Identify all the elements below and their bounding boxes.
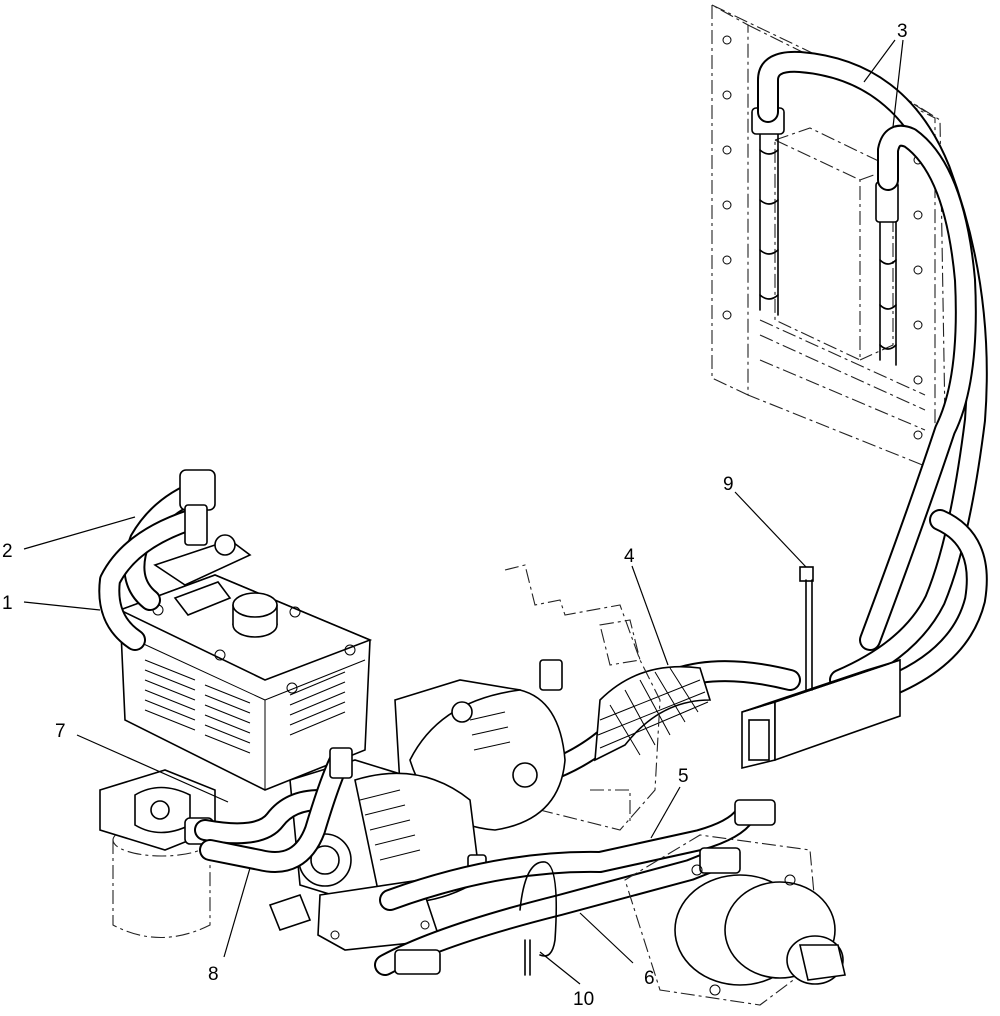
callout-9: 9 <box>723 474 734 495</box>
hose-4 <box>509 660 801 791</box>
hoses-1-2 <box>98 469 252 651</box>
leader-lines <box>23 39 904 985</box>
callout-5: 5 <box>678 766 689 787</box>
cable-tie <box>799 566 814 691</box>
callout-10: 10 <box>573 989 594 1010</box>
hydraulic-reservoir <box>117 574 373 791</box>
wheel-motor <box>624 834 846 1006</box>
callout-6: 6 <box>644 968 655 989</box>
square-tube <box>741 658 901 770</box>
callout-8: 8 <box>208 964 219 985</box>
callout-4: 4 <box>624 546 635 567</box>
hose-wrap-sleeve <box>594 665 712 762</box>
cooler-hoses <box>757 50 988 726</box>
callout-2: 2 <box>2 541 13 562</box>
hoses-7-8 <box>194 747 353 873</box>
callout-3: 3 <box>897 21 908 42</box>
callout-1: 1 <box>2 593 13 614</box>
hoses-5-6 <box>374 799 776 976</box>
pump-mounting-plate <box>504 564 661 831</box>
tank-cooling-fins <box>144 659 346 754</box>
hydraulic-filter <box>99 769 216 938</box>
callout-labels: 1 2 3 4 5 6 7 8 9 10 <box>2 21 908 1010</box>
callout-7: 7 <box>55 721 66 742</box>
hose-clamp <box>519 861 557 976</box>
